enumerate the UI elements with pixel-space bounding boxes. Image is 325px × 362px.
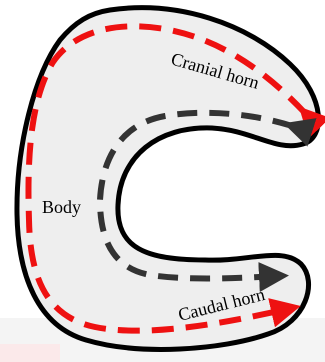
label-body: Body <box>42 197 81 217</box>
c-shaped-structure <box>17 8 319 350</box>
background-block <box>0 344 60 362</box>
